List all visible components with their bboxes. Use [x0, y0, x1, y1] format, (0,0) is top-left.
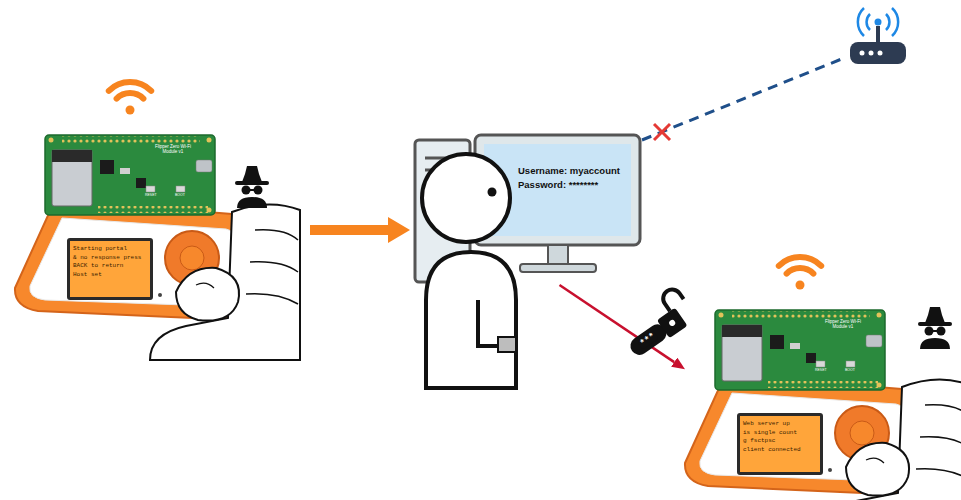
router-part [860, 51, 865, 56]
login-screen: Username: myaccountPassword: ******** [518, 164, 630, 200]
button-label: RESET [815, 368, 827, 372]
router-part [858, 8, 864, 36]
computer-monitor: Username: myaccountPassword: ******** [410, 130, 640, 285]
screen-line: Host set [73, 271, 147, 280]
screen-line: g fsctpsc [743, 437, 817, 446]
lock-icon-part [657, 308, 688, 339]
flipper-device: Web server upis single countg fsctpsccli… [685, 305, 955, 500]
board-label: Flipper Zero Wi-Fi Module v1 [150, 144, 196, 154]
person-part [498, 337, 516, 352]
router-part [876, 26, 880, 44]
person-part [422, 154, 510, 242]
button-label: RESET [145, 193, 157, 197]
screen-line: Web server up [743, 420, 817, 429]
flow-arrow [310, 225, 388, 235]
router-part [867, 14, 870, 30]
broken-link-part [654, 124, 670, 140]
broken-link-part [654, 124, 670, 140]
computer-part [548, 245, 568, 265]
board-label: Flipper Zero Wi-Fi Module v1 [820, 319, 866, 329]
flipper-left [15, 82, 300, 360]
screen-line: Starting portal [73, 245, 147, 254]
router-part [878, 51, 883, 56]
person-part [426, 252, 516, 388]
login-field: Password: ******** [518, 178, 630, 192]
login-field: Username: myaccount [518, 164, 630, 178]
lock-icon [615, 286, 697, 360]
screen-line: BACK to return [73, 262, 147, 271]
button-label: BOOT [175, 193, 185, 197]
attack-arrow [560, 285, 675, 362]
router-part [869, 51, 874, 56]
spy-left [235, 166, 269, 208]
spy-right [918, 307, 952, 349]
person-part [488, 188, 497, 197]
button-label: BOOT [845, 368, 855, 372]
screen-line: & no response press [73, 254, 147, 263]
screen-line: is single count [743, 429, 817, 438]
flipper-right [685, 257, 961, 500]
device-screen: Starting portal& no response pressBACK t… [67, 238, 153, 300]
router-part [892, 8, 898, 36]
router [850, 8, 906, 64]
lock-icon-part [660, 286, 685, 311]
device-screen: Web server upis single countg fsctpsccli… [737, 413, 823, 475]
screen-line: client connected [743, 446, 817, 455]
person [422, 154, 516, 388]
flipper-device: Starting portal& no response pressBACK t… [15, 130, 310, 330]
broken-link [642, 58, 844, 140]
lock-icon-part [668, 319, 676, 327]
router-part [875, 19, 882, 26]
router-part [850, 42, 906, 64]
broken-link-part [642, 58, 844, 140]
router-part [886, 14, 889, 30]
computer-part [520, 264, 596, 272]
